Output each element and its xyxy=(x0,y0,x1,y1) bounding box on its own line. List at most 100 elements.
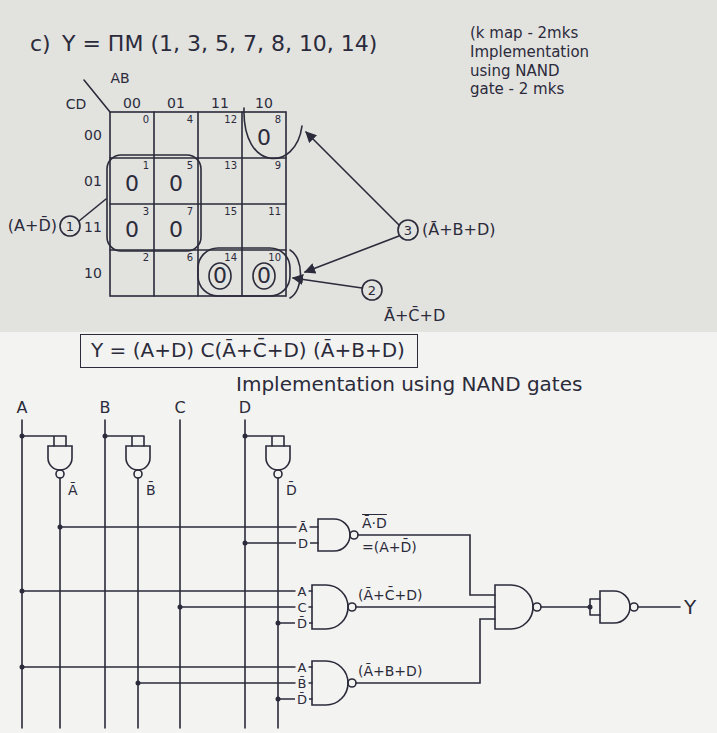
inversion-bubble xyxy=(134,470,142,478)
cell-index: 7 xyxy=(187,207,193,217)
nand-gate-symbol xyxy=(48,446,72,470)
cell-index: 15 xyxy=(224,207,237,217)
callout-circle xyxy=(362,280,382,300)
nand-gate-symbol xyxy=(495,585,533,629)
row-header: 00 xyxy=(84,128,102,142)
equation-text: Y = (A+D) C(Ā+C̄+D) (Ā+B+D) xyxy=(81,335,417,365)
column-header: 11 xyxy=(211,96,229,110)
signal-name: D xyxy=(239,400,251,416)
column-header: 10 xyxy=(255,96,273,110)
junction-dot xyxy=(243,434,248,439)
kmap-corner-divider xyxy=(84,80,110,112)
cell-index: 0 xyxy=(143,115,149,125)
gate-output-label: (Ā+C̄+D) xyxy=(358,588,423,602)
signal-name: B xyxy=(100,400,111,416)
paper-ground xyxy=(0,332,717,733)
part-label: c) xyxy=(30,33,51,55)
group-loop xyxy=(253,263,275,289)
row-header: 10 xyxy=(84,266,102,280)
cell-index: 12 xyxy=(224,115,237,125)
wire xyxy=(22,667,312,699)
junction-dot xyxy=(178,605,183,610)
group-loop xyxy=(244,108,302,159)
nand-gate-symbol xyxy=(312,661,348,705)
cell-index: 6 xyxy=(187,253,193,263)
junction-dot xyxy=(20,665,25,670)
column-header: 00 xyxy=(123,96,141,110)
group-loop xyxy=(198,248,290,296)
input-bus xyxy=(22,420,245,728)
group-term: (A+D̄) xyxy=(8,218,57,234)
equation-box: Y = (A+D) C(Ā+C̄+D) (Ā+B+D) xyxy=(80,334,418,368)
wire xyxy=(541,599,600,615)
cell-index: 2 xyxy=(143,253,149,263)
signal-name: Ā xyxy=(68,483,78,497)
pin-label: D̄ xyxy=(295,693,309,706)
cell-index: 4 xyxy=(187,115,193,125)
inversion-bubble xyxy=(348,679,356,687)
callout-number: 3 xyxy=(404,224,412,237)
nand-gate-symbol xyxy=(266,446,290,470)
photo-ground xyxy=(0,0,717,332)
signal-name: A xyxy=(17,400,28,416)
junction-dot xyxy=(243,541,248,546)
gate-output-label: Ā·D xyxy=(362,514,387,530)
inversion-bubble xyxy=(630,603,638,611)
maxterm-zero: 0 xyxy=(257,265,271,287)
wire xyxy=(358,535,495,595)
cell-index: 8 xyxy=(275,115,281,125)
group-term: (Ā+B+D) xyxy=(422,222,496,238)
junction-dot xyxy=(103,434,108,439)
wire xyxy=(22,436,66,446)
callout-number: 2 xyxy=(368,284,376,297)
junction-dot xyxy=(20,589,25,594)
callout-circle xyxy=(398,220,418,240)
leader-line xyxy=(79,199,106,221)
nand-gate-symbol xyxy=(126,446,150,470)
nand-gate-symbol xyxy=(600,591,630,623)
wire xyxy=(356,619,495,683)
pin-label: A xyxy=(296,661,309,674)
inverted-bus xyxy=(60,478,278,728)
cell-index: 5 xyxy=(187,161,193,171)
cell-index: 13 xyxy=(224,161,237,171)
variable-header: CD xyxy=(66,97,87,111)
maxterm-expression: Y = ΠM (1, 3, 5, 7, 8, 10, 14) xyxy=(62,33,377,55)
nand-gate-symbol xyxy=(318,519,350,551)
wire xyxy=(60,527,318,543)
group-loop xyxy=(290,250,301,298)
pin-label: A xyxy=(296,585,309,598)
wire xyxy=(356,606,495,608)
cell-index: 11 xyxy=(268,207,281,217)
row-header: 11 xyxy=(84,220,102,234)
maxterm-zero: 0 xyxy=(169,219,183,241)
gate-output-label: (Ā+B+D) xyxy=(358,664,422,678)
inversion-bubble xyxy=(533,603,541,611)
maxterm-zero: 0 xyxy=(125,173,139,195)
cell-index: 3 xyxy=(143,207,149,217)
row-header: 01 xyxy=(84,174,102,188)
signal-name: B̄ xyxy=(146,483,156,497)
callout-circle xyxy=(60,216,80,236)
wire xyxy=(105,436,144,446)
cell-index: 10 xyxy=(268,253,281,263)
maxterm-zero: 0 xyxy=(169,173,183,195)
maxterm-zero: 0 xyxy=(125,219,139,241)
junction-dot xyxy=(58,525,63,530)
junction-dot xyxy=(588,605,593,610)
marks-note: (k map - 2mks Implementation using NAND … xyxy=(470,24,594,99)
junction-dot xyxy=(276,621,281,626)
inversion-bubble xyxy=(350,531,358,539)
leader-line xyxy=(305,236,399,272)
signal-name: C xyxy=(174,400,185,416)
pin-label: D xyxy=(296,537,310,550)
junction-dot xyxy=(20,434,25,439)
cell-index: 1 xyxy=(143,161,149,171)
group-loop xyxy=(107,155,201,251)
output-name: Y xyxy=(684,597,696,617)
group-term: Ā+C̄+D xyxy=(384,308,445,324)
group-loop xyxy=(209,263,231,289)
wire xyxy=(22,591,312,623)
inversion-bubble xyxy=(348,603,356,611)
